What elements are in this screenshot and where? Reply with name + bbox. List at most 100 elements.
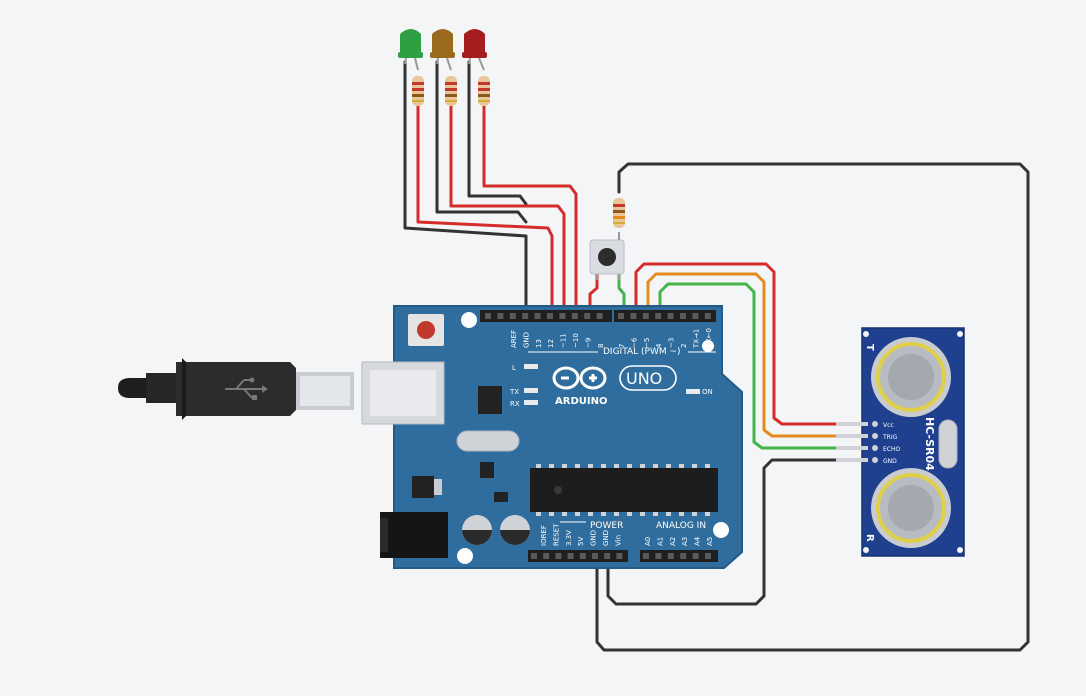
- header-hole[interactable]: [704, 313, 711, 319]
- header-hole[interactable]: [618, 313, 624, 319]
- sensor-pin-echo-label: ECHO: [883, 446, 900, 453]
- sensor-pin-trig-label: TRIG: [882, 434, 898, 441]
- mounting-hole: [957, 547, 963, 553]
- chip-pin: [588, 512, 593, 516]
- wire-led3-pin10[interactable]: [482, 104, 578, 318]
- wire-led1-gnd[interactable]: [403, 60, 528, 318]
- pin-label: 13: [535, 339, 543, 348]
- power-header[interactable]: [528, 550, 628, 562]
- pin-label: GND: [602, 530, 610, 546]
- header-hole[interactable]: [534, 313, 541, 319]
- pin-label: A1: [656, 537, 664, 546]
- header-hole[interactable]: [604, 553, 611, 559]
- header-hole[interactable]: [680, 553, 687, 559]
- header-hole[interactable]: [596, 313, 603, 319]
- pin-label: ~3: [668, 338, 676, 348]
- header-hole[interactable]: [571, 313, 578, 319]
- header-hole[interactable]: [547, 313, 553, 319]
- digital-header-right[interactable]: [614, 310, 716, 322]
- brand-label: ARDUINO: [555, 396, 607, 407]
- small-chip: [494, 492, 508, 502]
- resistor-led1[interactable]: [412, 76, 424, 106]
- header-hole[interactable]: [592, 553, 598, 559]
- mounting-hole: [863, 331, 869, 337]
- header-hole[interactable]: [655, 553, 662, 559]
- chip-pin: [614, 512, 619, 516]
- wire-sensor-trig[interactable]: [646, 272, 868, 438]
- wire-sensor-echo[interactable]: [658, 282, 868, 450]
- header-hole[interactable]: [692, 313, 699, 319]
- header-hole[interactable]: [509, 313, 516, 319]
- wire-led2-pin11[interactable]: [449, 104, 566, 318]
- header-hole[interactable]: [642, 313, 649, 319]
- header-hole[interactable]: [531, 553, 537, 559]
- header-hole[interactable]: [579, 553, 586, 559]
- header-hole[interactable]: [485, 313, 491, 319]
- pin-label: Vin: [614, 535, 622, 546]
- sensor-pins[interactable]: [836, 421, 878, 463]
- led-tx-label: TX: [509, 388, 519, 396]
- header-hole[interactable]: [667, 313, 674, 319]
- led-group: [398, 29, 487, 71]
- pin-label: A0: [644, 537, 652, 546]
- sensor-crystal: [938, 419, 958, 469]
- pin-label: 3.3V: [565, 530, 573, 546]
- chip-pin: [692, 464, 697, 468]
- header-hole[interactable]: [522, 313, 529, 319]
- header-hole[interactable]: [680, 313, 686, 319]
- header-hole[interactable]: [692, 553, 699, 559]
- model-badge: [619, 365, 677, 391]
- led-green[interactable]: [398, 29, 423, 71]
- chip-pin: [705, 512, 710, 516]
- usb-trident-icon: [225, 377, 268, 400]
- header-hole[interactable]: [630, 313, 637, 319]
- chip-pin: [692, 512, 697, 516]
- led-yellow[interactable]: [430, 29, 455, 71]
- ultrasonic-sensor-hc-sr04[interactable]: Vcc TRIG ECHO GND HC-SR04 T R: [836, 327, 965, 557]
- led-on-label: ON: [702, 388, 713, 396]
- wire-sensor-vcc[interactable]: [634, 262, 868, 426]
- header-hole[interactable]: [555, 553, 562, 559]
- arduino-infinity-logo-icon: [552, 366, 607, 390]
- chip-pin: [679, 464, 684, 468]
- resistor-led3[interactable]: [478, 76, 490, 106]
- header-hole[interactable]: [655, 313, 662, 319]
- wire-sensor-gnd[interactable]: [606, 458, 868, 606]
- header-hole[interactable]: [543, 553, 550, 559]
- wire-resistor-ground-loop[interactable]: [595, 162, 1030, 652]
- header-hole[interactable]: [643, 553, 649, 559]
- header-hole[interactable]: [705, 553, 711, 559]
- header-hole[interactable]: [559, 313, 566, 319]
- header-hole[interactable]: [567, 553, 574, 559]
- wire-led3-gnd[interactable]: [467, 60, 528, 206]
- pin-label: ~6: [630, 337, 638, 348]
- power-jack-edge: [380, 518, 388, 552]
- small-chip: [480, 462, 494, 478]
- pushbutton[interactable]: [589, 232, 625, 280]
- usb-port-inner: [370, 370, 436, 416]
- chip-pin: [562, 464, 567, 468]
- header-hole[interactable]: [667, 553, 674, 559]
- pin-label: A3: [681, 537, 689, 546]
- led-red[interactable]: [462, 29, 487, 71]
- header-hole[interactable]: [497, 313, 504, 319]
- chip-pin: [562, 512, 567, 516]
- resistor-button-pulldown[interactable]: [613, 198, 625, 228]
- sensor-pin-vcc-label: Vcc: [883, 422, 894, 429]
- led-rx-label: RX: [510, 400, 520, 408]
- wire-led1-pin12[interactable]: [416, 104, 554, 318]
- pin-label: TX→1: [692, 329, 700, 349]
- resistor-led2[interactable]: [445, 76, 457, 106]
- reset-button[interactable]: [408, 314, 444, 346]
- header-hole[interactable]: [584, 313, 591, 319]
- chip-pin: [679, 512, 684, 516]
- led-rx-indicator: [524, 400, 538, 405]
- chip-pin: [666, 512, 671, 516]
- header-hole[interactable]: [616, 553, 623, 559]
- wire-led2-gnd[interactable]: [435, 60, 528, 224]
- pin-label: GND: [590, 530, 598, 546]
- mounting-hole: [457, 548, 473, 564]
- mounting-hole: [461, 312, 477, 328]
